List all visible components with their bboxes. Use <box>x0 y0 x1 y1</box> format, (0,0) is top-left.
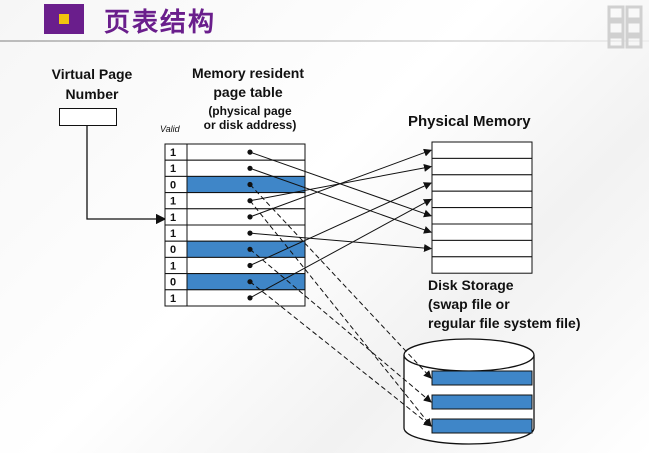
page-table-sublabel-line1: (physical page <box>208 104 292 118</box>
valid-bit-value: 1 <box>170 293 176 305</box>
valid-bit-value: 1 <box>170 212 176 224</box>
memory-frame <box>431 239 533 258</box>
memory-frame <box>431 174 533 192</box>
page-table-entry <box>186 273 306 291</box>
memory-frame <box>431 190 533 209</box>
page-table-sublabel: (physical page or disk address) <box>188 104 312 132</box>
memory-frame <box>431 157 533 176</box>
virtual-page-number-box <box>59 108 117 126</box>
grid-logo-icon <box>607 5 643 49</box>
valid-bit-value: 0 <box>170 244 176 256</box>
memory-frame <box>431 256 533 274</box>
memory-pointer-arrow <box>249 148 432 218</box>
page-table-entry <box>186 159 306 177</box>
disk-pointer-arrow <box>249 200 432 427</box>
vpn-label-line1: Virtual Page <box>51 66 133 82</box>
valid-column-label: Valid <box>160 124 180 134</box>
memory-pointer-arrow <box>249 182 432 266</box>
valid-bit-value: 1 <box>170 163 176 175</box>
vpn-label-line2: Number <box>65 86 119 102</box>
valid-bit-value: 1 <box>170 260 176 272</box>
memory-frame <box>431 223 533 241</box>
valid-bit-value: 1 <box>170 147 176 159</box>
memory-pointer-arrow <box>249 232 432 252</box>
page-table-entry <box>186 256 306 275</box>
disk-block <box>431 418 533 434</box>
page-table-entry <box>186 175 306 194</box>
title-bullet-icon <box>44 4 84 34</box>
page-table-entry <box>186 192 306 210</box>
disk-blocks <box>431 370 533 434</box>
memory-pointer-arrow <box>249 198 432 299</box>
page-table: 1 1 0 1 1 1 0 1 0 1 <box>164 143 306 307</box>
title-divider <box>0 40 649 42</box>
disk-pointer-arrow <box>249 281 432 427</box>
disk-block <box>431 370 533 386</box>
page-table-entry <box>186 289 306 307</box>
memory-pointer-arrow <box>249 167 432 234</box>
memory-frame <box>431 207 533 225</box>
disk-storage-label-line2: (swap file or <box>428 296 510 312</box>
physical-memory <box>431 141 533 274</box>
memory-pointer-arrows <box>249 148 432 299</box>
disk-pointer-arrow <box>249 248 432 403</box>
valid-bit-value: 1 <box>170 196 176 208</box>
page-table-label: Memory resident page table <box>170 64 326 102</box>
disk-pointer-arrows <box>249 184 432 427</box>
page-table-sublabel-line2: or disk address) <box>203 118 297 132</box>
page-table-label-line1: Memory resident <box>191 65 305 81</box>
virtual-page-number-label: Virtual Page Number <box>30 64 154 104</box>
pointer-dot <box>247 165 253 171</box>
physical-memory-label: Physical Memory <box>408 113 531 130</box>
page-table-entry <box>186 143 306 161</box>
disk-storage-label-line1: Disk Storage <box>428 277 514 293</box>
disk-storage-label-line3: regular file system file) <box>428 315 581 331</box>
page-table-entry <box>186 208 306 226</box>
valid-bit-value: 0 <box>170 179 176 191</box>
valid-bit-value: 1 <box>170 228 176 240</box>
vpn-arrow <box>86 125 167 225</box>
page-table-label-line2: page table <box>213 84 283 100</box>
page-table-entry <box>186 240 306 258</box>
disk-block <box>431 394 533 410</box>
disk-pointer-arrow <box>249 184 432 379</box>
memory-frame <box>431 141 533 159</box>
title-bar: 页表结构 <box>0 0 649 49</box>
page-title: 页表结构 <box>104 7 217 37</box>
page-table-entry <box>186 224 306 242</box>
valid-bit-value: 0 <box>170 277 176 289</box>
disk-storage-label: Disk Storage (swap file or regular file … <box>428 276 581 333</box>
